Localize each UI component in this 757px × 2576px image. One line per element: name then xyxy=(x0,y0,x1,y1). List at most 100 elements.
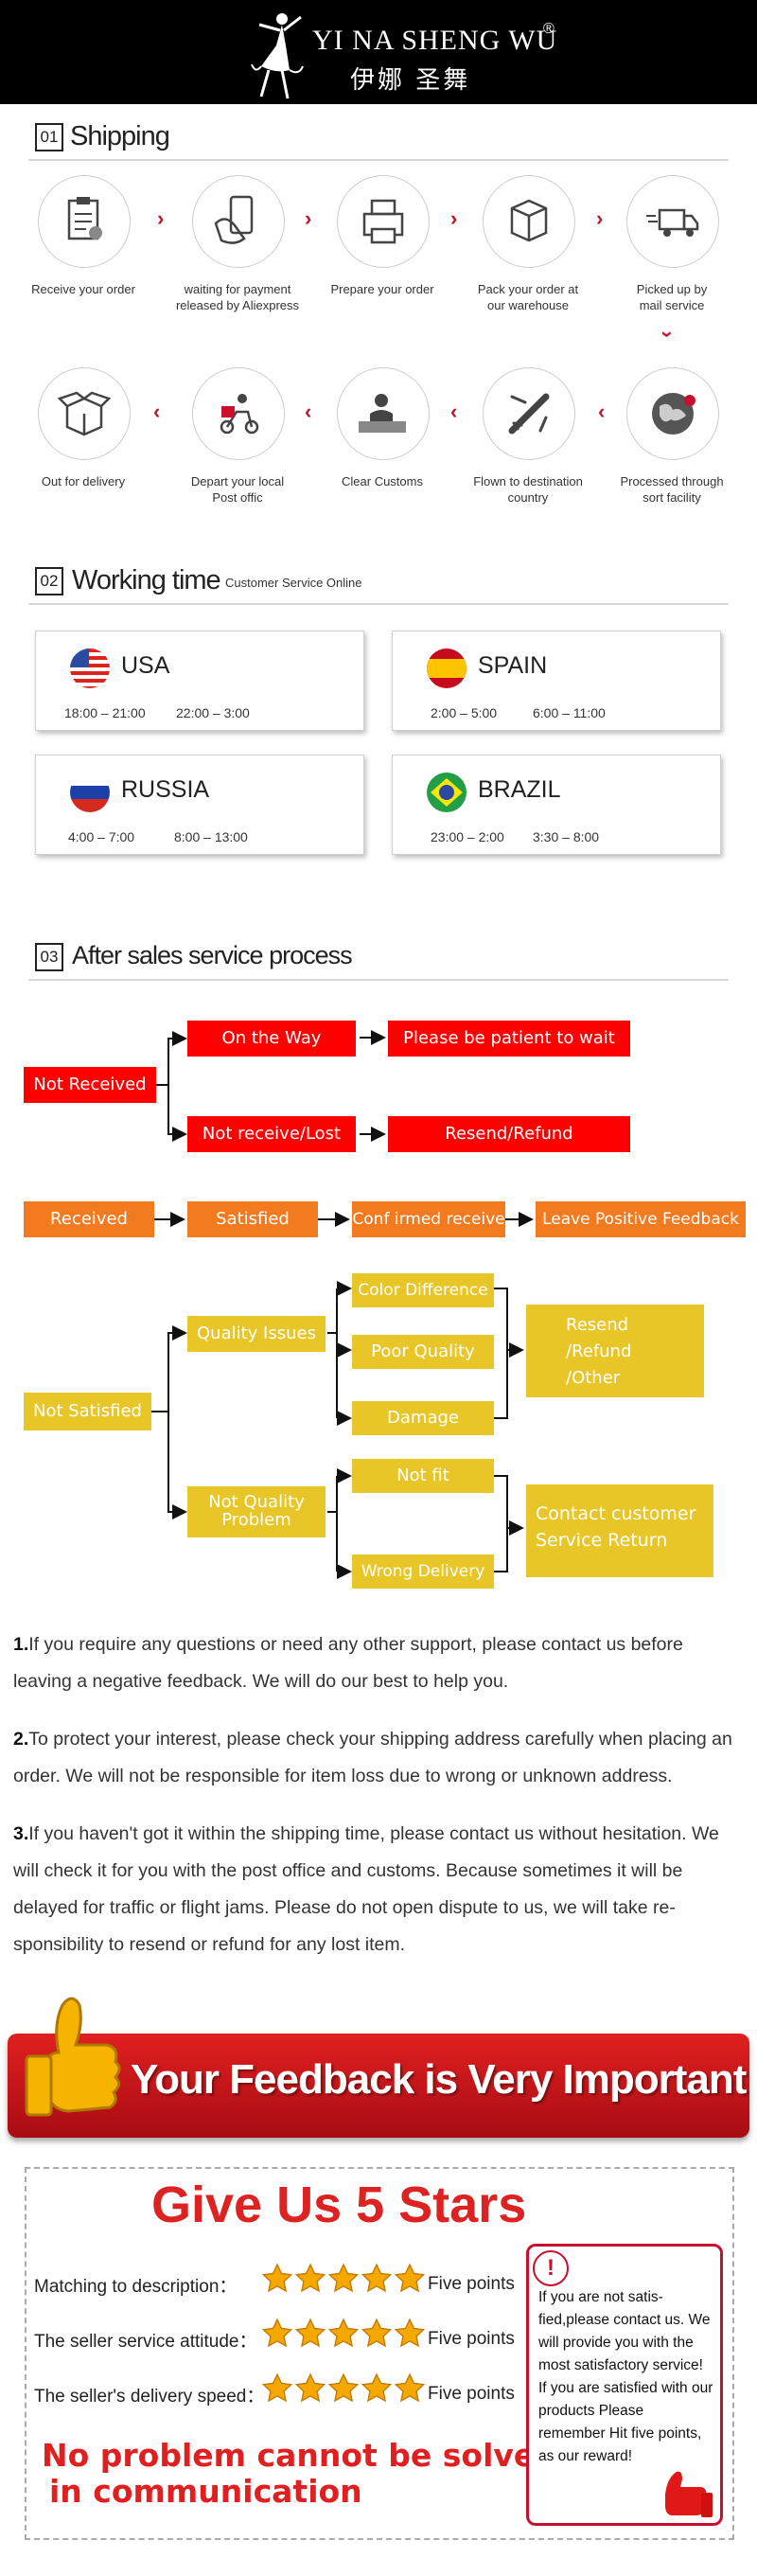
step-receive-order xyxy=(38,175,131,268)
step-waiting-payment xyxy=(192,175,285,268)
star-icon xyxy=(361,2318,393,2348)
chevron-left-icon: ‹ xyxy=(450,400,458,423)
airplane-icon xyxy=(508,393,550,435)
rating-label: The seller service attitude： xyxy=(34,2332,257,2352)
divider xyxy=(28,603,729,605)
step-label: Clear Customs xyxy=(342,474,423,489)
step-picked-up xyxy=(626,175,719,268)
divider xyxy=(28,159,729,161)
brand-header xyxy=(0,0,757,104)
resend-line: Resend xyxy=(566,1315,629,1335)
printer-icon xyxy=(362,199,404,244)
step-flown xyxy=(483,367,575,460)
rating-points: Five points xyxy=(428,2329,515,2349)
resend-refund-other-box: Resend /Refund /Other xyxy=(526,1305,704,1397)
not-satisfied-box: Not Satisfied xyxy=(24,1393,151,1430)
chevron-right-icon: › xyxy=(157,206,165,230)
not-received-box: Not Received xyxy=(24,1067,156,1103)
russia-flag-icon xyxy=(70,773,110,812)
exclamation-icon: ! xyxy=(533,2250,569,2286)
country-card-usa: USA 18:00 – 21:00 22:00 – 3:00 xyxy=(35,631,364,731)
star-rating xyxy=(261,2263,427,2300)
feedback-banner xyxy=(8,2034,749,2138)
feedback-note-box: ! If you are not satis-fied,please conta… xyxy=(526,2244,723,2526)
step-label: Out for delivery xyxy=(41,474,126,489)
time-range: 8:00 – 13:00 xyxy=(174,829,248,844)
note-1: 1.If you require any questions or need a… xyxy=(13,1626,744,1700)
time-range: 6:00 – 11:00 xyxy=(533,705,606,720)
step-pack-order xyxy=(483,175,575,268)
note-2: 2.To protect your interest, please check… xyxy=(13,1721,744,1795)
rating-label: Matching to description： xyxy=(34,2277,238,2297)
spain-flag-icon xyxy=(427,648,467,688)
star-icon xyxy=(261,2318,293,2348)
rating-points: Five points xyxy=(428,2384,515,2404)
star-icon xyxy=(394,2318,426,2348)
on-the-way-box: On the Way xyxy=(187,1021,356,1057)
step-local-post xyxy=(192,367,285,460)
rating-label: The seller's delivery speed： xyxy=(34,2387,265,2407)
star-icon xyxy=(294,2372,326,2403)
feedback-note-text: If you are not satis-fied,please contact… xyxy=(538,2289,713,2464)
brazil-flag-icon xyxy=(427,773,467,812)
feedback-banner-text: Your Feedback is Very Important xyxy=(131,2056,747,2103)
brand-name: YI NA SHENG WU xyxy=(312,25,558,56)
star-icon xyxy=(261,2263,293,2293)
step-sort-facility xyxy=(626,367,719,460)
time-range: 22:00 – 3:00 xyxy=(176,705,250,720)
service-return-line: Service Return xyxy=(536,1530,668,1551)
confirmed-receive-box: Conf irmed receive xyxy=(352,1201,505,1237)
star-icon xyxy=(294,2318,326,2348)
not-fit-box: Not fit xyxy=(352,1459,494,1493)
thumbs-up-icon xyxy=(25,1997,121,2117)
not-quality-problem-box: Not Quality Problem xyxy=(187,1486,326,1537)
step-label: Receive your order xyxy=(31,282,135,296)
chevron-left-icon: ‹ xyxy=(153,400,161,423)
time-range: 2:00 – 5:00 xyxy=(431,705,498,720)
step-label: Picked up by mail service xyxy=(636,282,708,312)
step-label: Flown to destination country xyxy=(473,474,583,505)
not-quality-line: Not Quality xyxy=(208,1492,305,1512)
country-card-brazil: BRAZIL 23:00 – 2:00 3:30 – 8:00 xyxy=(392,755,721,855)
chevron-right-icon: › xyxy=(305,206,312,230)
step-label: waiting for payment released by Aliexpre… xyxy=(175,282,300,312)
star-rating xyxy=(261,2318,427,2354)
section-title: Working time xyxy=(72,565,221,595)
chevron-left-icon: ‹ xyxy=(305,400,312,423)
brand-name-chinese: 伊娜 圣舞 xyxy=(350,66,471,95)
delivery-scooter-icon xyxy=(220,394,259,435)
step-label: Processed through sort facility xyxy=(620,474,724,505)
other-line: /Other xyxy=(566,1368,621,1388)
note-3: 3.If you haven't got it within the shipp… xyxy=(13,1816,744,1963)
section-title: After sales service process xyxy=(72,941,353,969)
not-received-lost-box: Not receive/Lost xyxy=(187,1116,356,1152)
note-text: To protect your interest, please check y… xyxy=(13,1729,732,1786)
customs-officer-icon xyxy=(359,394,406,433)
chevron-left-icon: ‹ xyxy=(598,400,606,423)
quality-issues-box: Quality Issues xyxy=(187,1316,326,1352)
section-title: Shipping xyxy=(70,121,170,151)
time-range: 18:00 – 21:00 xyxy=(64,705,146,720)
time-range: 23:00 – 2:00 xyxy=(431,829,504,844)
received-box: Received xyxy=(24,1201,154,1237)
wrong-delivery-box: Wrong Delivery xyxy=(352,1554,494,1589)
resend-refund-box: Resend/Refund xyxy=(388,1116,630,1152)
section-number: 02 xyxy=(35,567,63,595)
leave-feedback-box: Leave Positive Feedback xyxy=(536,1201,746,1237)
problem-line: Problem xyxy=(221,1510,291,1530)
poor-quality-box: Poor Quality xyxy=(352,1335,494,1369)
clipboard-icon xyxy=(67,197,102,240)
star-rating xyxy=(261,2372,427,2409)
star-icon xyxy=(327,2263,360,2293)
chevron-right-icon: › xyxy=(450,206,458,230)
star-icon xyxy=(361,2372,393,2403)
section-subtitle: Customer Service Online xyxy=(225,576,362,590)
note-text: If you haven't got it within the shippin… xyxy=(13,1823,719,1955)
note-number: 3. xyxy=(13,1823,29,1844)
dancer-logo-icon xyxy=(251,13,304,99)
country-card-russia: RUSSIA 4:00 – 7:00 8:00 – 13:00 xyxy=(35,755,364,855)
star-icon xyxy=(294,2263,326,2293)
star-icon xyxy=(327,2372,360,2403)
globe-icon xyxy=(652,393,695,435)
step-label: Prepare your order xyxy=(330,282,434,296)
